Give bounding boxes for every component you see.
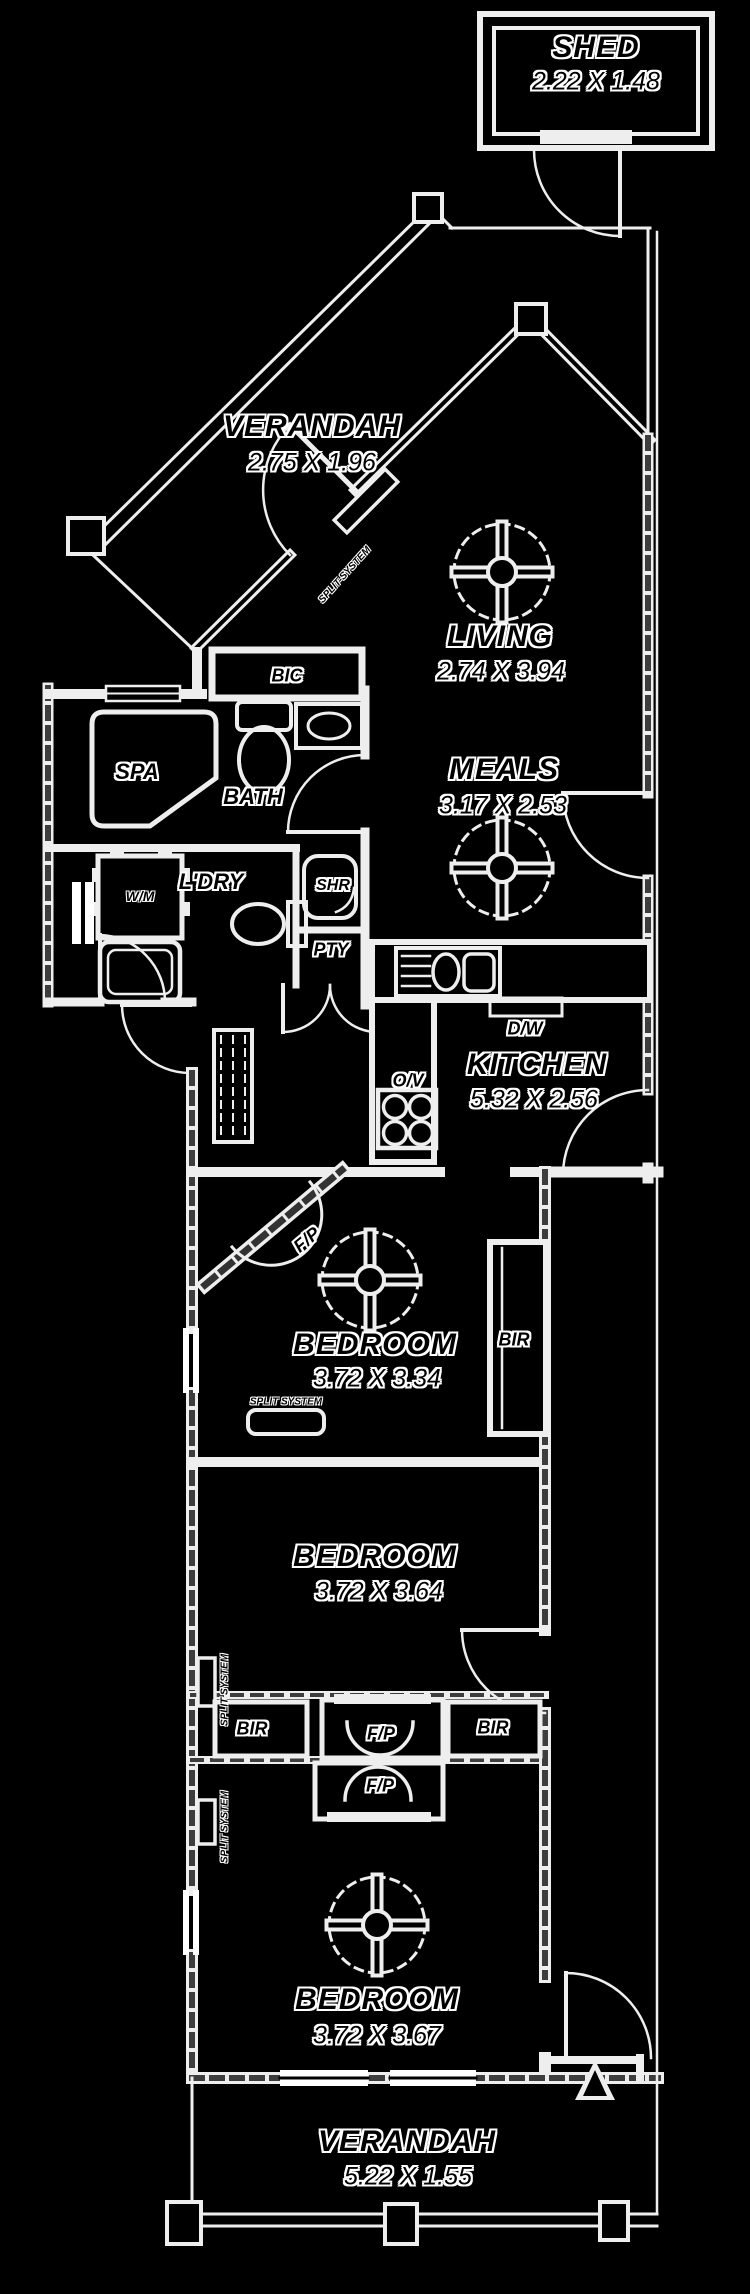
bath-door bbox=[286, 753, 367, 834]
bottom-right-step-wall bbox=[544, 2054, 644, 2084]
ceiling-fan-icon-bedroom1 bbox=[317, 1227, 423, 1333]
verandah-top-name: VERANDAH bbox=[222, 410, 402, 443]
wm-label: W/M bbox=[125, 888, 155, 904]
kitchen-name: KITCHEN bbox=[466, 1048, 608, 1081]
spa-label: SPA bbox=[115, 759, 159, 784]
bic-label: BIC bbox=[271, 665, 303, 686]
fireplace-upper bbox=[319, 1694, 446, 1761]
split-system-unit-bedroom1 bbox=[246, 1408, 326, 1436]
kitchen-door bbox=[561, 1088, 650, 1177]
split-system-unit-left-2 bbox=[196, 1798, 217, 1846]
fp-label-upper: F/P bbox=[366, 1723, 396, 1744]
bedroom2-name: BEDROOM bbox=[293, 1540, 457, 1573]
meals-dims: 3.17 X 2.53 bbox=[439, 791, 567, 820]
bath-top-window bbox=[104, 684, 182, 703]
bath-top-wall bbox=[43, 647, 207, 699]
bir-label-left: BIR bbox=[236, 1718, 268, 1739]
entry-arrow bbox=[575, 2060, 615, 2100]
ceiling-fan-icon-living bbox=[449, 519, 555, 625]
bedroom1-bir bbox=[487, 1239, 549, 1437]
bedroom3-window bbox=[183, 1890, 199, 1955]
bir-label-bedroom1: BIR bbox=[498, 1329, 530, 1350]
living-dims: 2.74 X 3.94 bbox=[437, 657, 565, 686]
verandah-bottom-dims: 5.22 X 1.55 bbox=[344, 2162, 472, 2191]
cooktop bbox=[375, 1087, 439, 1151]
washing-machine bbox=[92, 850, 190, 944]
bedroom1-fireplace bbox=[195, 1160, 352, 1295]
bedroom1-window bbox=[183, 1328, 199, 1393]
kitchen-bench bbox=[369, 939, 653, 1165]
laundry-window bbox=[72, 882, 94, 944]
fireplace-lower bbox=[312, 1760, 446, 1822]
meals-door bbox=[561, 791, 650, 880]
pty-label: PTY bbox=[313, 939, 349, 960]
ceiling-fan-icon-meals bbox=[449, 815, 555, 921]
toilet-laundry bbox=[230, 900, 308, 948]
toilet-bath bbox=[235, 700, 293, 795]
shed-outline bbox=[477, 11, 715, 151]
verandah-bottom-name: VERANDAH bbox=[317, 2125, 497, 2158]
top-eave-line bbox=[448, 226, 652, 440]
spa-tub bbox=[89, 709, 219, 829]
bedroom3-dims: 3.72 X 3.67 bbox=[313, 2021, 441, 2050]
shed-dims: 2.22 X 1.48 bbox=[532, 67, 660, 96]
split-system-label-bedroom1: SPLIT SYSTEM bbox=[249, 1396, 323, 1408]
verandah-bottom-rails bbox=[165, 230, 659, 2246]
ldry-label: L'DRY bbox=[178, 869, 244, 894]
shower bbox=[302, 854, 358, 920]
bir-left-box bbox=[212, 1699, 310, 1759]
kitchen-sink bbox=[394, 946, 502, 998]
bottom-wall-windows bbox=[278, 2070, 478, 2086]
bath-label: BATH bbox=[223, 784, 283, 809]
angled-window-wall bbox=[188, 302, 658, 656]
shed-name: SHED bbox=[552, 31, 640, 64]
kitchen-dims: 5.32 X 2.56 bbox=[470, 1085, 598, 1114]
dw-label: D/W bbox=[507, 1018, 543, 1039]
verandah-top-dims: 2.75 X 1.96 bbox=[248, 448, 376, 477]
ov-label: O/V bbox=[392, 1070, 424, 1091]
bir-right-box bbox=[445, 1699, 543, 1759]
laundry-exterior-door bbox=[98, 933, 167, 1004]
basin-bath bbox=[294, 702, 364, 750]
fp-label-lower: F/P bbox=[365, 1775, 395, 1796]
bedroom3-door bbox=[564, 1971, 653, 2060]
bedroom1-name: BEDROOM bbox=[293, 1328, 457, 1361]
split-system-label-left-2: SPLIT SYSTEM bbox=[219, 1790, 231, 1864]
shed-door bbox=[532, 148, 622, 238]
split-system-label-left-1: SPLIT SYSTEM bbox=[219, 1653, 231, 1727]
living-name: LIVING bbox=[446, 620, 554, 653]
verandah-living-door bbox=[261, 421, 359, 557]
verandah-top-rails bbox=[66, 192, 455, 655]
bedroom3-name: BEDROOM bbox=[295, 1983, 459, 2016]
bedroom1-dims: 3.72 X 3.34 bbox=[313, 1364, 441, 1393]
meals-name: MEALS bbox=[449, 753, 559, 786]
split-system-unit-left-1 bbox=[196, 1656, 217, 1708]
ceiling-fan-icon-bedroom3 bbox=[324, 1872, 430, 1978]
split-system-unit-verandah bbox=[331, 466, 401, 536]
hall-west-door bbox=[120, 1003, 192, 1075]
bic-closet bbox=[208, 646, 366, 702]
bedroom2-dims: 3.72 X 3.64 bbox=[315, 1577, 443, 1606]
bir-label-right: BIR bbox=[477, 1717, 509, 1738]
hall-cupboard bbox=[212, 1028, 254, 1144]
shr-label: SHR bbox=[316, 877, 350, 894]
